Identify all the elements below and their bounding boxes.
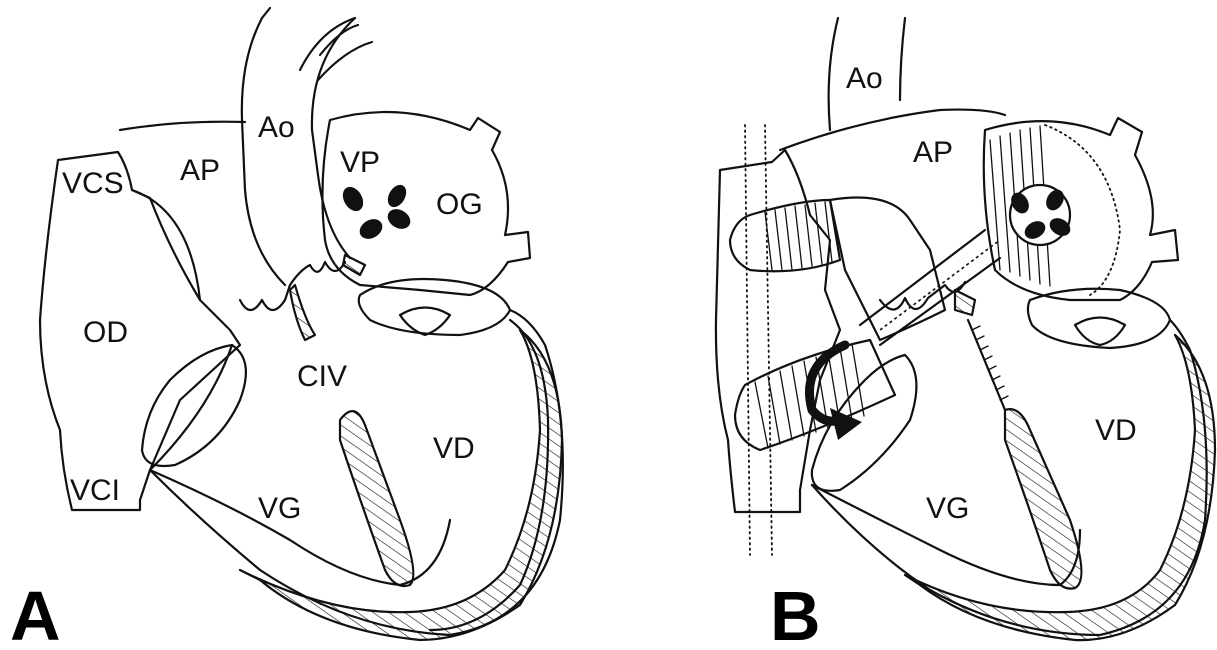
label-vci: VCI (70, 474, 120, 507)
svc-patch-dotted (745, 125, 772, 555)
septal-band (290, 285, 315, 340)
aorta-outline (242, 18, 355, 285)
panel-b (716, 18, 1215, 640)
panel-letter-b: B (770, 577, 821, 650)
label-vg: VG (926, 492, 969, 525)
septal-ligature (968, 320, 1005, 410)
conduit-connector (860, 230, 1000, 345)
pulmonary-artery-outline (120, 122, 245, 300)
aortic-branches (318, 25, 372, 80)
aortic-branch-1 (262, 8, 355, 70)
interventricular-septum (340, 411, 413, 586)
ventricle-wall (905, 335, 1215, 640)
muscle-band-small (343, 255, 365, 275)
mitral-leaflets (1075, 318, 1125, 346)
tricuspid-ring (142, 345, 246, 466)
pulmonary-vein-ostium (384, 205, 414, 233)
panel-letter-a: A (10, 577, 61, 650)
pulmonary-artery-outline (780, 110, 1005, 150)
label-ap: AP (913, 136, 953, 169)
interventricular-septum (1005, 409, 1081, 588)
label-ao: Ao (846, 62, 883, 95)
pulmonary-vein-ostium (339, 183, 368, 215)
label-vd: VD (433, 432, 475, 465)
label-ap: AP (180, 154, 220, 187)
label-og: OG (436, 188, 483, 221)
conduit-seam (880, 240, 1000, 330)
label-od: OD (83, 316, 128, 349)
conduit-outline (830, 198, 945, 341)
right-atrium-outline (716, 150, 840, 512)
label-vg: VG (258, 492, 301, 525)
pulmonary-vein-ostium (384, 182, 410, 211)
septal-ligature-twists (972, 326, 1008, 400)
pulmonary-vein-ostium (356, 215, 386, 243)
label-ao: Ao (258, 111, 295, 144)
septal-band (955, 290, 975, 315)
label-civ: CIV (297, 360, 347, 393)
label-vp: VP (340, 146, 380, 179)
right-atrium-outline (40, 152, 240, 510)
label-vd: VD (1095, 414, 1137, 447)
ventricle-wall (240, 330, 562, 640)
baffle-upper-stripes (765, 202, 832, 270)
baffle-lower (735, 340, 895, 450)
label-vcs: VCS (62, 167, 124, 200)
valve-leaflets (880, 282, 965, 310)
